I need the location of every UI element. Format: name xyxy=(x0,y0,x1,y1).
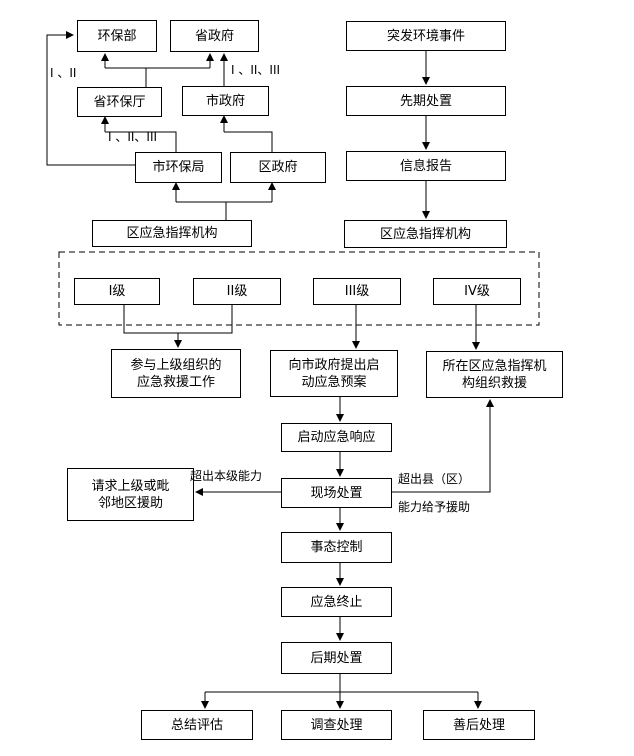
node-initial-handling: 先期处置 xyxy=(346,86,506,116)
label-levels-1-2-3-right: I 、II、III xyxy=(231,63,281,77)
node-level-2: II级 xyxy=(193,278,281,305)
label-levels-1-2-3-left: I 、II、III xyxy=(108,130,158,144)
level-group-dashed-frame xyxy=(58,251,540,326)
node-provincial-gov: 省政府 xyxy=(170,20,259,52)
node-rehabilitation: 善后处理 xyxy=(423,710,535,740)
arrow-scene-to-local-rescue xyxy=(392,399,494,493)
node-level-3: III级 xyxy=(313,278,401,305)
arrow-city-env-to-ministry xyxy=(46,31,135,166)
node-info-report: 信息报告 xyxy=(346,151,506,181)
node-situation-control: 事态控制 xyxy=(281,532,392,563)
node-city-plan: 向市政府提出启 动应急预案 xyxy=(270,350,398,397)
node-env-ministry: 环保部 xyxy=(77,20,157,52)
connector-level-1-2 xyxy=(123,305,233,334)
node-request-help: 请求上级或毗 邻地区援助 xyxy=(67,468,194,521)
label-beyond-capacity: 超出本级能力 xyxy=(190,469,263,483)
node-sudden-event: 突发环境事件 xyxy=(346,21,506,51)
node-district-command-right: 区应急指挥机构 xyxy=(344,220,507,248)
node-provincial-env: 省环保厅 xyxy=(77,87,162,117)
connector-district-gov-up xyxy=(224,131,273,152)
connector-district-command-up xyxy=(176,201,227,220)
node-upper-rescue: 参与上级组织的 应急救援工作 xyxy=(111,349,241,398)
node-level-1: I级 xyxy=(74,278,160,305)
node-city-gov: 市政府 xyxy=(182,86,269,116)
connector-aftermath-split-left xyxy=(205,674,341,693)
label-capacity-aid: 能力给予援助 xyxy=(398,500,471,514)
node-district-command-left: 区应急指挥机构 xyxy=(92,220,252,247)
label-levels-1-2: I 、II xyxy=(50,66,77,80)
node-local-rescue: 所在区应急指挥机 构组织救援 xyxy=(426,351,563,398)
label-beyond-county: 超出县（区） xyxy=(398,472,471,486)
connector-city-env-up xyxy=(105,131,177,152)
node-summary-eval: 总结评估 xyxy=(141,710,253,740)
node-aftermath: 后期处置 xyxy=(281,642,392,674)
node-level-4: IV级 xyxy=(433,278,521,305)
node-city-env: 市环保局 xyxy=(135,152,222,183)
node-investigation: 调查处理 xyxy=(281,710,392,740)
node-response-end: 应急终止 xyxy=(281,587,392,617)
node-district-gov: 区政府 xyxy=(230,152,326,183)
node-start-response: 启动应急响应 xyxy=(281,423,392,452)
node-scene-handling: 现场处置 xyxy=(281,478,392,508)
